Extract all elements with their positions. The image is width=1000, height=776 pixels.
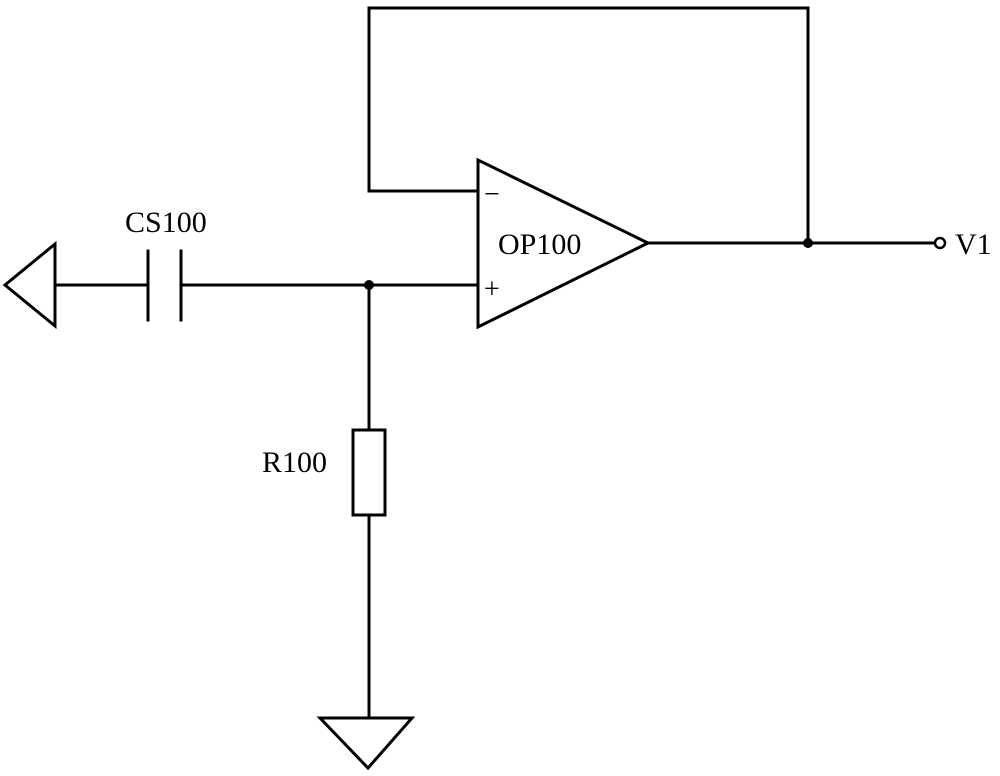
feedback-wire xyxy=(367,6,810,245)
resistor-symbol xyxy=(351,428,387,517)
capacitor-label: CS100 xyxy=(125,206,207,239)
opamp-symbol xyxy=(476,157,652,330)
signal-source-icon xyxy=(2,240,57,330)
opamp-plus-pin: + xyxy=(484,274,500,305)
output-label: V1 xyxy=(955,228,992,261)
opamp-label: OP100 xyxy=(498,228,581,261)
opamp-minus-pin: − xyxy=(484,179,500,210)
resistor-label: R100 xyxy=(262,446,327,479)
output-terminal[interactable] xyxy=(933,236,947,250)
output-junction-dot xyxy=(803,238,813,248)
ground-icon xyxy=(316,716,416,771)
